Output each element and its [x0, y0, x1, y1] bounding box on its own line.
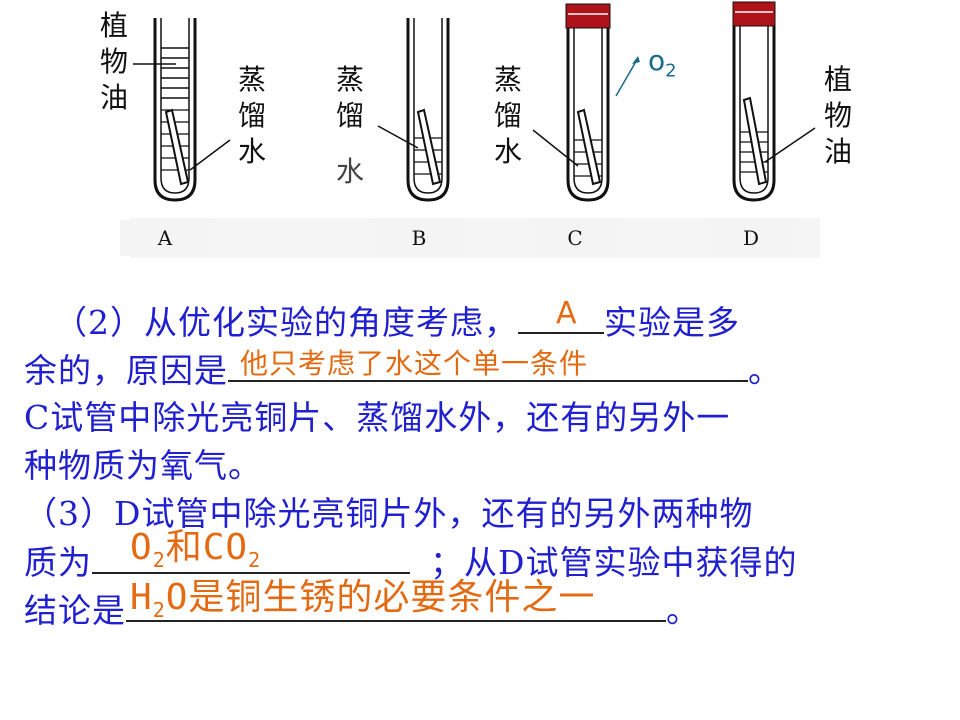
q3-line3-prefix: 结论是 — [24, 591, 126, 630]
q2-prefix: （2）从优化实验的角度考虑， — [54, 303, 518, 342]
answer-4: H2O是铜生锈的必要条件之一 — [130, 577, 596, 623]
answer-2: 他只考虑了水这个单一条件 — [240, 347, 589, 380]
label-water-b: 水 — [335, 155, 364, 188]
blank-2: 他只考虑了水这个单一条件 — [228, 346, 748, 382]
label-vegetable-oil-d: 植 物 油 — [823, 63, 852, 168]
blank-1: A — [518, 296, 604, 334]
tube-letter-a: A — [120, 220, 210, 256]
q2-line2-end: 。 — [748, 351, 782, 390]
tube-a — [133, 18, 231, 202]
q2-line4: 种物质为氧气。 — [24, 446, 262, 485]
q2-line2: 余的，原因是他只考虑了水这个单一条件 。 — [24, 346, 944, 394]
q3-line3-end: 。 — [666, 591, 700, 630]
q2-after-blank: 实验是多 — [604, 303, 740, 342]
q3-line2-suffix: ；从D试管实验中获得的 — [430, 543, 798, 582]
q2-line2-prefix: 余的，原因是 — [24, 351, 228, 390]
answer-3: O2和CO2 — [130, 527, 262, 573]
test-tubes-illustration — [130, 1, 820, 258]
tube-letter-b: B — [374, 220, 464, 256]
tube-letter-c: C — [530, 220, 620, 256]
blank-3: O2和CO2 — [92, 527, 410, 574]
label-distilled-water-b: 蒸 馏 — [335, 63, 364, 132]
answer-1: A — [556, 296, 578, 331]
tube-c — [532, 3, 640, 202]
label-oxygen: o2 — [648, 44, 677, 82]
q3-line2-prefix: 质为 — [24, 543, 92, 582]
q2-line3: C试管中除光亮铜片、蒸馏水外，还有的另外一 — [24, 398, 731, 437]
q2-line1: （2）从优化实验的角度考虑， A 实验是多 — [24, 296, 944, 346]
tube-letter-d: D — [706, 220, 796, 256]
tube-b — [377, 18, 450, 202]
q3-line1: （3）D试管中除光亮铜片外，还有的另外两种物 — [24, 494, 754, 533]
label-distilled-water-a: 蒸 馏 水 — [237, 63, 266, 168]
label-distilled-water-c: 蒸 馏 水 — [493, 63, 522, 168]
q3-line2: 质为 O2和CO2 ；从D试管实验中获得的 — [24, 527, 944, 586]
blank-4: H2O是铜生锈的必要条件之一 — [126, 577, 666, 622]
test-tube-figure: 植 物 油 蒸 馏 水 蒸 馏 水 蒸 馏 水 植 物 油 o2 A B C D — [0, 0, 960, 270]
label-vegetable-oil-a: 植 物 油 — [99, 9, 128, 114]
tube-d — [732, 1, 816, 202]
